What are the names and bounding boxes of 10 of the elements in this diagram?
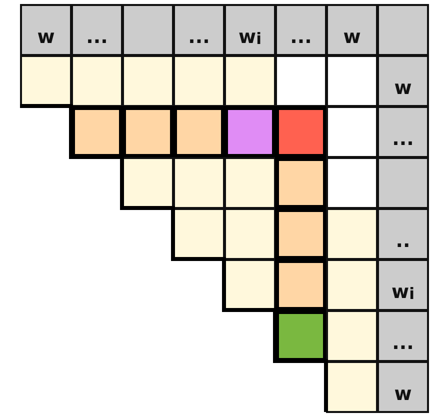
header-cell: ... <box>71 4 123 56</box>
header-cell: w <box>326 4 378 56</box>
header-cell: w <box>377 55 429 107</box>
header-cell: ... <box>173 4 225 56</box>
header-cell: w <box>377 361 429 413</box>
header-cell: ... <box>275 4 327 56</box>
header-cell: w <box>20 4 72 56</box>
header-cell: ... <box>377 310 429 362</box>
header-cell: ... <box>377 106 429 158</box>
header-cell: .. <box>377 208 429 260</box>
